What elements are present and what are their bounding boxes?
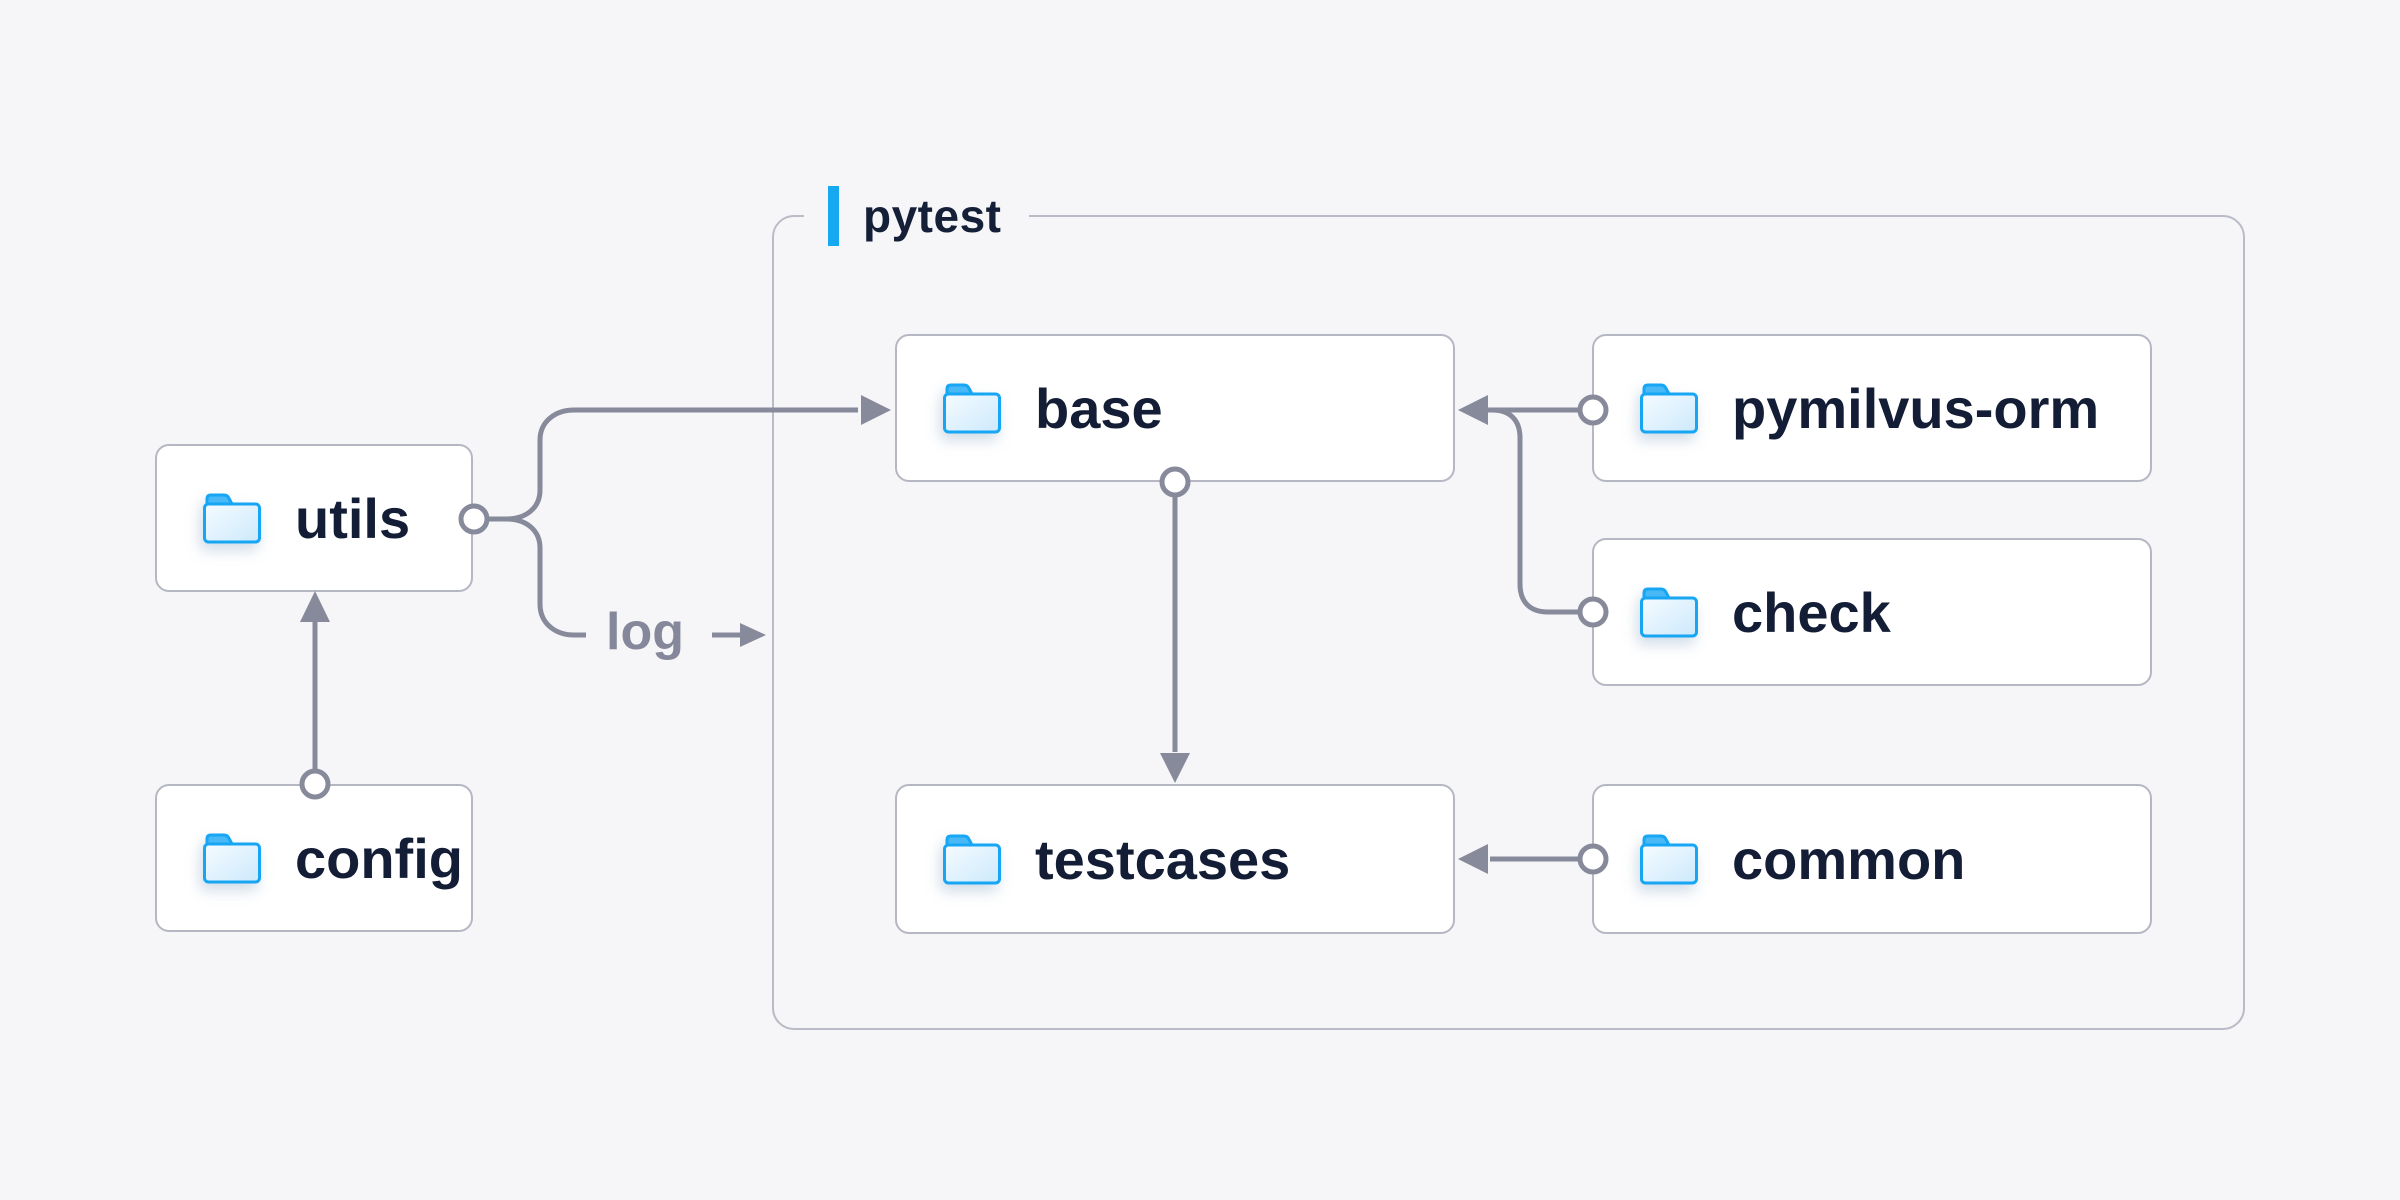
folder-icon	[939, 380, 1005, 436]
node-config: config	[155, 784, 473, 932]
node-label: config	[295, 826, 463, 890]
folder-icon	[1636, 584, 1702, 640]
node-label: testcases	[1035, 827, 1291, 891]
arrowhead-up-icon	[300, 591, 330, 622]
node-label: pymilvus-orm	[1732, 376, 2100, 440]
arrowhead-right-icon	[740, 623, 766, 647]
edge-config-to-utils	[299, 591, 331, 800]
folder-icon	[199, 490, 265, 546]
node-label: common	[1732, 827, 1966, 891]
node-label: check	[1732, 580, 1891, 644]
node-label: base	[1035, 376, 1163, 440]
node-utils: utils	[155, 444, 473, 592]
node-check: check	[1592, 538, 2152, 686]
folder-icon	[199, 830, 265, 886]
pytest-group-label: pytest	[804, 184, 1030, 248]
folder-icon	[939, 831, 1005, 887]
node-base: base	[895, 334, 1455, 482]
accent-bar	[828, 186, 839, 246]
folder-icon	[1636, 831, 1702, 887]
node-testcases: testcases	[895, 784, 1455, 934]
node-label: utils	[295, 486, 411, 550]
edge-label-log: log	[606, 603, 684, 661]
pytest-group-container	[772, 215, 2245, 1030]
node-pymilvus-orm: pymilvus-orm	[1592, 334, 2152, 482]
group-title: pytest	[863, 190, 1002, 242]
node-common: common	[1592, 784, 2152, 934]
folder-icon	[1636, 380, 1702, 436]
